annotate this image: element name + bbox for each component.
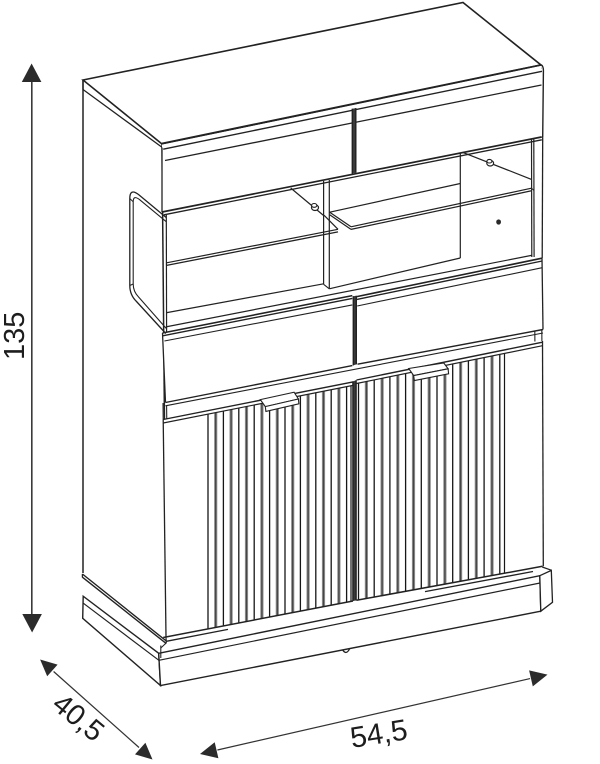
svg-text:135: 135	[0, 312, 31, 360]
svg-text:54,5: 54,5	[348, 713, 410, 755]
svg-text:40,5: 40,5	[46, 688, 110, 749]
